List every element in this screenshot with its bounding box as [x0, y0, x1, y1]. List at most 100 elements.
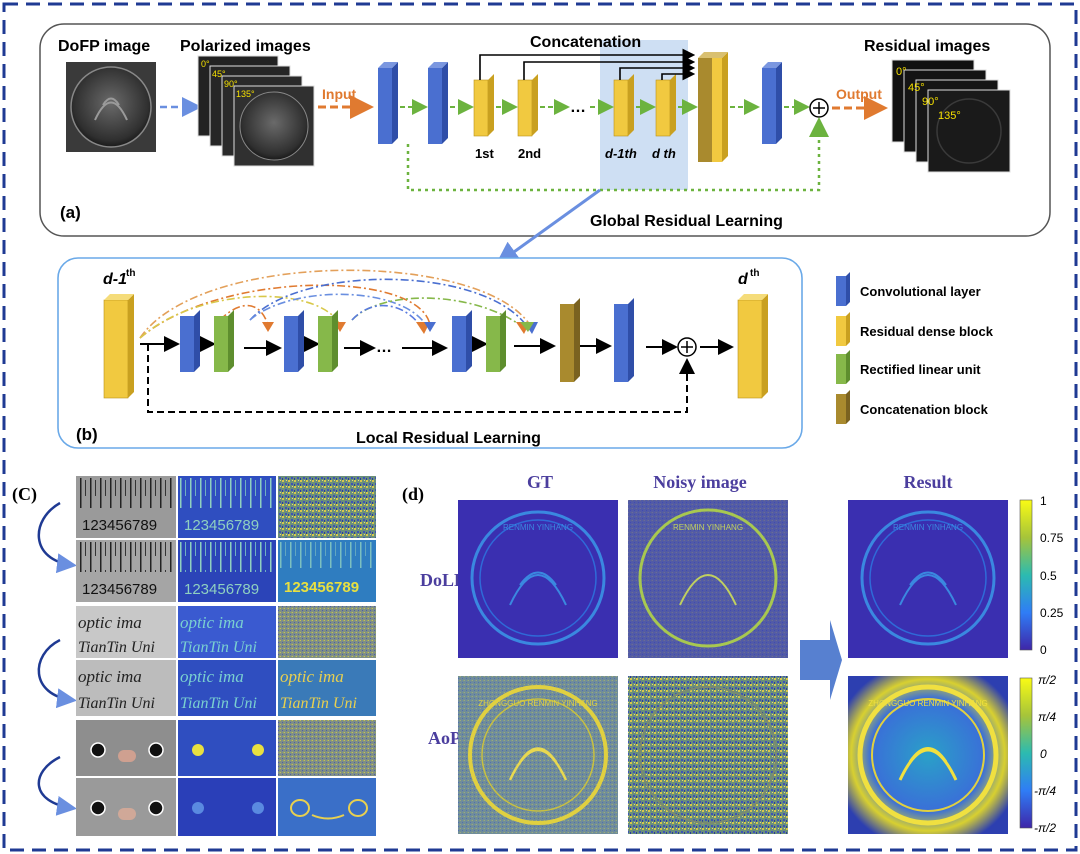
residual-angle-0: 0°	[896, 66, 907, 78]
polarized-coin	[239, 91, 309, 161]
legend-item-rdb: Residual dense block	[836, 312, 994, 346]
dofp-coin	[70, 66, 152, 148]
rdb-1st	[473, 74, 494, 137]
polarized-angle-135: 135°	[236, 89, 255, 99]
aop-tick-pi4: π/4	[1038, 710, 1056, 724]
handwriting-4: TianTin Uni	[78, 695, 155, 712]
rdb-2nd	[517, 74, 538, 137]
dolp-gt-coin-text: RENMIN YINHANG	[503, 523, 573, 532]
polarized-angle-0: 0°	[201, 59, 210, 69]
handwriting-1-dolp: optic ima	[180, 613, 244, 632]
panel-c-tag: (C)	[12, 484, 37, 505]
result-arrow	[800, 620, 842, 700]
concat-block-a	[698, 52, 728, 162]
conv-b-2	[284, 310, 304, 372]
local-residual-label: Local Residual Learning	[356, 430, 541, 447]
rdb-label-2nd: 2nd	[518, 146, 541, 161]
col-header-noisy: Noisy image	[653, 472, 747, 492]
text-row-1: optic ima TianTin Uni optic ima TianTin …	[76, 606, 376, 658]
colorbar-dolp-ticks: 1 0.75 0.5 0.25 0	[1040, 494, 1064, 657]
colorbar-aop	[1019, 677, 1033, 829]
concat-label: Concatenation	[530, 34, 641, 51]
handwriting-2-dolp: TianTin Uni	[180, 639, 257, 656]
residual-angle-45: 45°	[908, 82, 925, 94]
legend-item-relu: Rectified linear unit	[836, 350, 981, 384]
dolp-tick-025: 0.25	[1040, 606, 1064, 620]
handwriting-2: TianTin Uni	[78, 639, 155, 656]
ruler-digits-2-aop: 123456789	[284, 579, 359, 596]
ruler-row-1: 123456789 123456789	[76, 476, 376, 538]
arc-heads	[262, 322, 538, 334]
aop-tick-mpi2: -π/2	[1034, 821, 1056, 835]
toy-row-2	[76, 778, 376, 836]
polarized-angle-90: 90°	[224, 79, 238, 89]
relu-b-1	[214, 310, 234, 372]
rdb-output-b	[737, 294, 768, 399]
residual-angle-135: 135°	[938, 110, 961, 122]
legend-label-conv: Convolutional layer	[860, 284, 981, 299]
dolp-tick-05: 0.5	[1040, 569, 1057, 583]
residual-stack: 0° 45° 90° 135°	[891, 59, 1011, 173]
panel-d: (d) GT Noisy image Result DoLP AoP RENMI…	[402, 472, 1064, 835]
toy-row-1	[76, 720, 376, 776]
legend-item-conv: Convolutional layer	[836, 272, 981, 306]
conv-b-1	[180, 310, 200, 372]
rdb-dots: …	[570, 99, 586, 116]
ruler-digits-1: 123456789	[82, 517, 157, 534]
dolp-result-image: RENMIN YINHANG	[848, 500, 1008, 658]
aop-tick-0: 0	[1040, 747, 1047, 761]
rdb-input-b	[103, 294, 134, 399]
panel-b-tag: (b)	[76, 425, 98, 444]
legend-label-relu: Rectified linear unit	[860, 362, 981, 377]
rdb-d-1th	[613, 74, 634, 137]
rdb-label-dth: d th	[652, 146, 676, 161]
concat-skip-lines	[479, 48, 696, 81]
ruler-digits-2-dolp: 123456789	[184, 581, 259, 598]
conv-b-4	[614, 298, 634, 382]
aop-result-coin-text: ZHONGGUO RENMIN YINHANG	[868, 699, 987, 708]
panel-d-tag: (d)	[402, 484, 424, 505]
residual-label: Residual images	[864, 38, 990, 55]
rdb-dth	[655, 74, 676, 137]
handwriting-4-dolp: TianTin Uni	[180, 695, 257, 712]
conv-block-2	[428, 62, 448, 144]
local-residual-line	[147, 344, 695, 413]
aop-gt-image: ZHONGGUO RENMIN YINHANG	[458, 676, 618, 834]
ruler-digits-1-dolp: 123456789	[184, 517, 259, 534]
rdb-label-d-1th: d-1th	[605, 146, 637, 161]
output-label: Output	[836, 86, 882, 102]
handwriting-3-dolp: optic ima	[180, 667, 244, 686]
dm1-sup: th	[126, 268, 135, 279]
conv-block-1	[378, 62, 398, 144]
input-label: Input	[322, 86, 357, 102]
handwriting-3-aop: optic ima	[280, 667, 344, 686]
legend-label-rdb: Residual dense block	[860, 324, 994, 339]
polarized-angle-45: 45°	[212, 69, 226, 79]
colorbar-dolp	[1019, 499, 1033, 651]
conv-block-3	[762, 62, 782, 144]
dolp-noisy-image: RENMIN YINHANG	[628, 500, 788, 658]
dolp-noisy-coin-text: RENMIN YINHANG	[673, 523, 743, 532]
curve-arrow-2	[37, 638, 77, 709]
global-residual-line	[406, 117, 829, 192]
handwriting-3: optic ima	[78, 667, 142, 686]
handwriting-4-aop: TianTin Uni	[280, 695, 357, 712]
legend-label-concat: Concatenation block	[860, 402, 989, 417]
polarized-stack: 0° 45° 90° 135°	[197, 55, 315, 167]
panel-a: (a) DoFP image Polarized images 0° 45° 9…	[39, 23, 1051, 237]
dolp-gt-image: RENMIN YINHANG	[458, 500, 618, 658]
aop-tick-mpi4: -π/4	[1034, 784, 1056, 798]
dolp-result-coin-text: RENMIN YINHANG	[893, 523, 963, 532]
colorbar-aop-ticks: π/2 π/4 0 -π/4 -π/2	[1034, 673, 1056, 835]
panel-a-tag: (a)	[60, 203, 81, 222]
conv-b-3	[452, 310, 472, 372]
legend: Convolutional layer Residual dense block…	[836, 272, 994, 424]
dense-skip-arcs	[139, 269, 531, 339]
aop-gt-coin-text: ZHONGGUO RENMIN YINHANG	[478, 699, 597, 708]
d-sup: th	[750, 268, 759, 279]
ruler-digits-2: 123456789	[82, 581, 157, 598]
b-dots: …	[376, 339, 392, 356]
concat-b	[560, 298, 580, 382]
polarized-label: Polarized images	[180, 38, 311, 55]
